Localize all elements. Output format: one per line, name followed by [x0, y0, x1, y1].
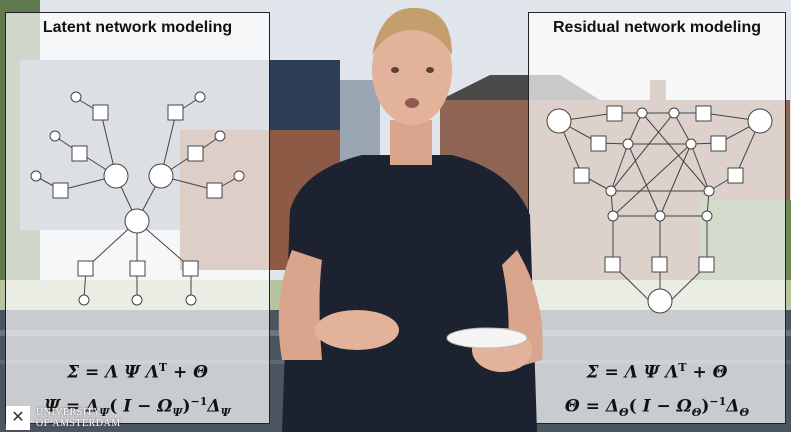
- latent-network-diagram: [30, 91, 245, 306]
- latent-network-panel: Latent network modeling: [5, 12, 270, 424]
- formula-theta: Θ = ΔΘ( I − ΩΘ)−1ΔΘ: [564, 395, 750, 420]
- formula-psi: Ψ = ΔΨ( I − ΩΨ)−1ΔΨ: [44, 395, 231, 420]
- residual-network-diagram: [546, 105, 773, 314]
- formula-sigma: Σ = Λ Ψ ΛT + Θ: [67, 361, 208, 383]
- logo-text: UNIVERSITY OF AMSTERDAM: [36, 407, 121, 429]
- presenter: [278, 7, 543, 432]
- crest-icon: ✕: [6, 406, 30, 430]
- panel-title: Latent network modeling: [42, 19, 233, 36]
- formula-sigma: Σ = Λ Ψ ΛT + Θ: [586, 361, 728, 383]
- residual-network-panel: Residual network modeling: [528, 12, 786, 424]
- university-logo: ✕ UNIVERSITY OF AMSTERDAM: [6, 404, 136, 432]
- panel-title: Residual network modeling: [552, 19, 762, 36]
